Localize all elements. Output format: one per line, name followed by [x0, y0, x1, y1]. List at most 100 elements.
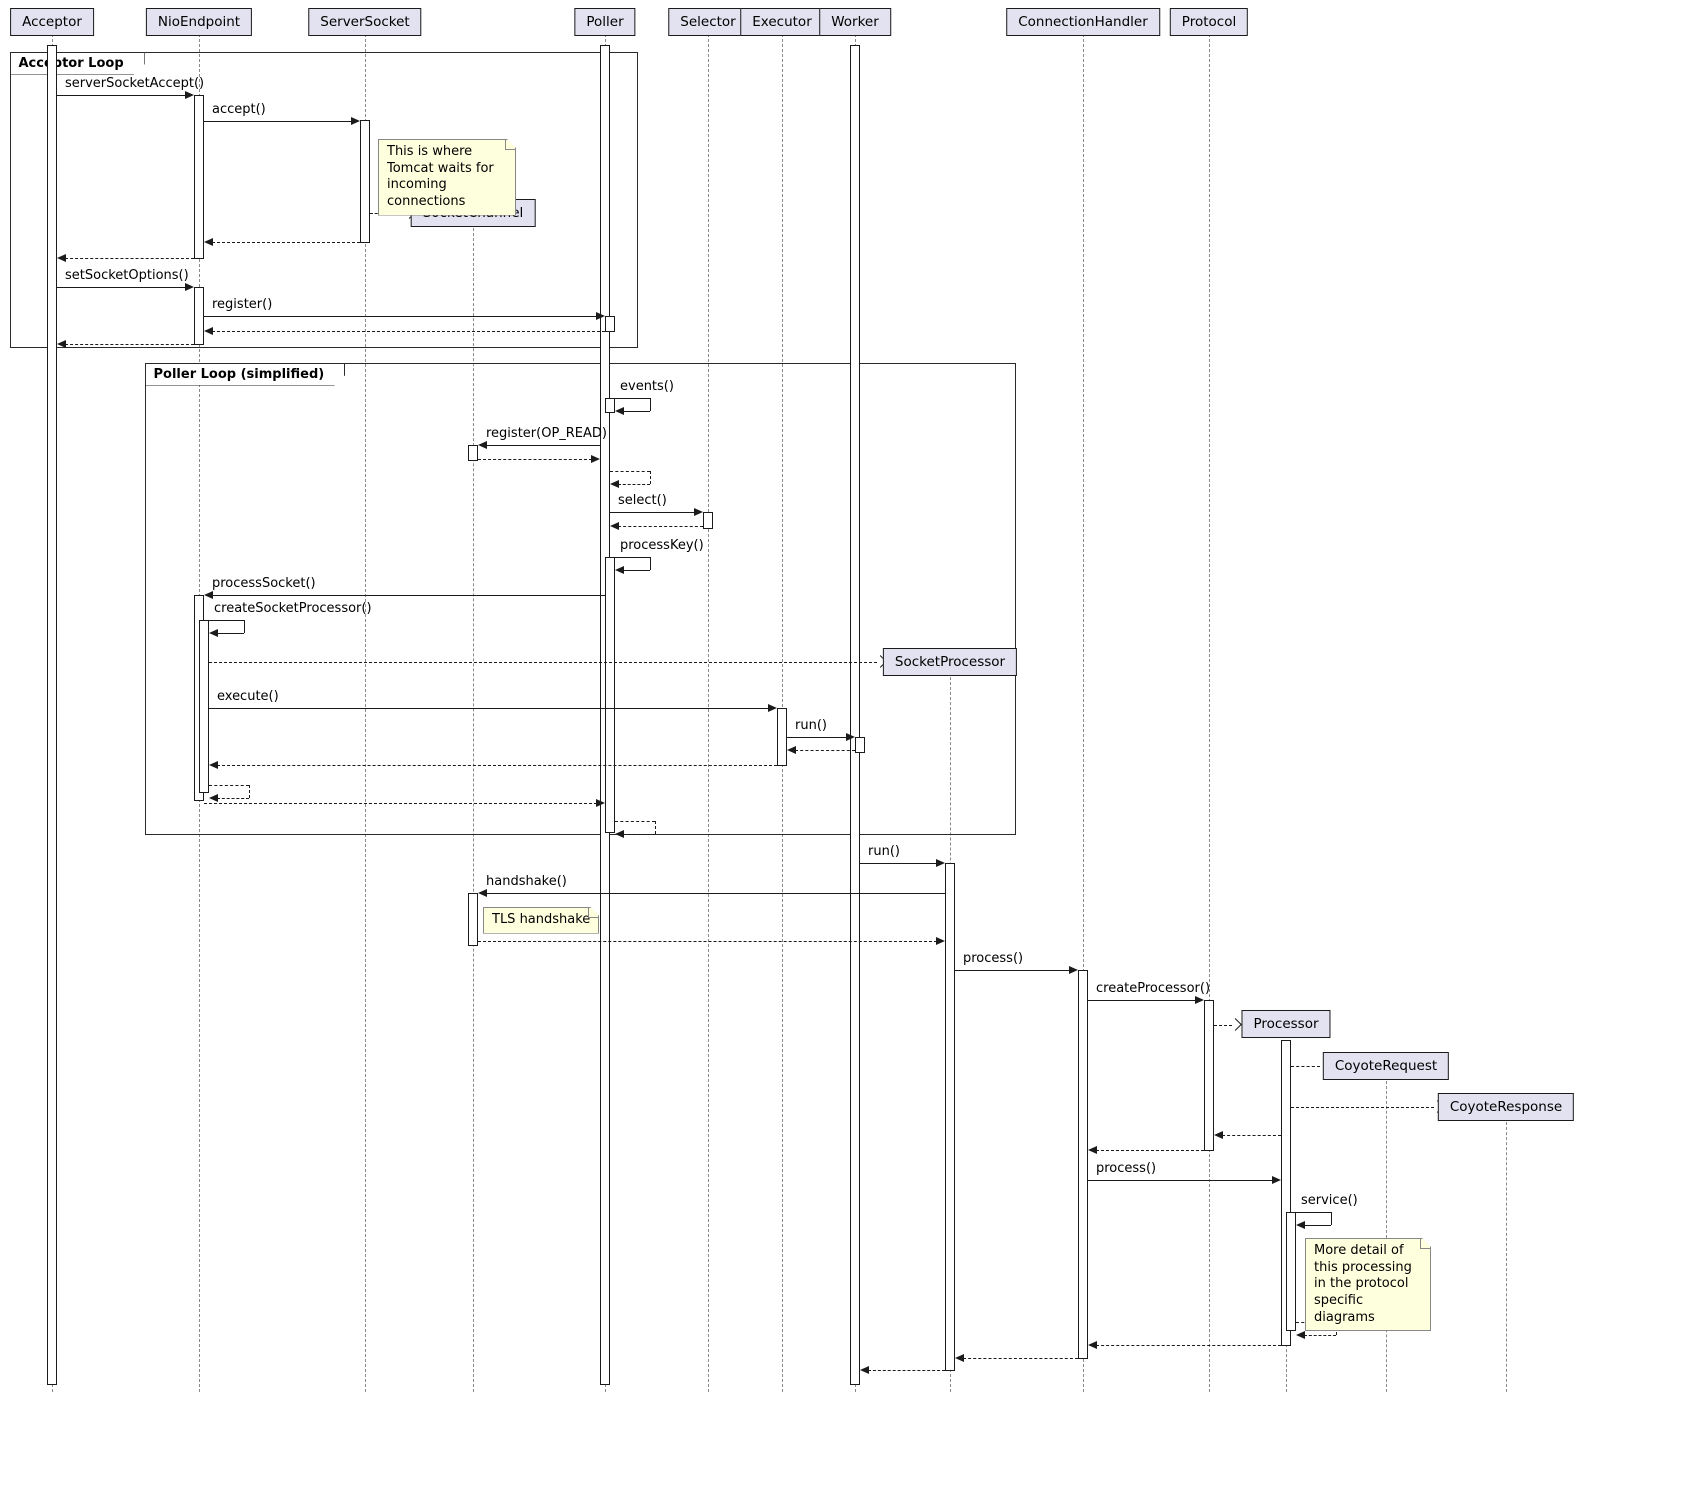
message-self-return-23-side — [249, 785, 250, 798]
message-self-return-25-bottom — [623, 834, 655, 835]
activation-bar — [199, 620, 209, 793]
message-return-14 — [618, 526, 703, 527]
activation-bar — [360, 120, 370, 243]
message-return-28 — [478, 941, 937, 942]
message-label: process() — [1096, 1161, 1157, 1176]
arrowhead — [936, 937, 945, 945]
message-label: createSocketProcessor() — [214, 601, 372, 616]
message-label: processKey() — [620, 538, 704, 553]
activation-bar — [605, 316, 615, 332]
activation-bar — [777, 708, 787, 766]
message-return-34 — [1222, 1135, 1281, 1136]
message-self-return-12-bottom — [618, 484, 650, 485]
participant-executor: Executor — [740, 8, 824, 36]
participant-acceptor: Acceptor — [10, 8, 94, 36]
arrowhead — [1195, 996, 1204, 1004]
message-processsocket-16 — [212, 595, 605, 596]
activation-bar — [194, 95, 204, 259]
arrowhead — [596, 799, 605, 807]
message-self-return-25 — [615, 821, 655, 822]
message-self-return-23 — [209, 785, 249, 786]
frame-poller-loop: Poller Loop (simplified) — [145, 363, 1016, 835]
participant-protocol: Protocol — [1169, 8, 1249, 36]
arrowhead — [936, 859, 945, 867]
message-accept-1 — [204, 121, 352, 122]
activation-bar — [945, 863, 955, 1371]
message-self-return-12-side — [650, 471, 651, 484]
message-self-return-12 — [610, 471, 650, 472]
message-events-9-bottom — [623, 411, 650, 412]
lifeline-serversocket — [365, 34, 366, 1392]
message-process-29 — [955, 970, 1070, 971]
message-return-11 — [478, 459, 592, 460]
arrowhead — [955, 1354, 964, 1362]
arrowhead — [1069, 966, 1078, 974]
arrowhead — [204, 591, 213, 599]
arrowhead — [1296, 1331, 1305, 1339]
message-events-9 — [610, 398, 650, 399]
message-register-6 — [204, 316, 597, 317]
arrowhead — [615, 407, 624, 415]
message-label: service() — [1301, 1193, 1358, 1208]
message-handshake-27 — [486, 893, 945, 894]
message-setsocketoptions-5 — [57, 287, 186, 288]
message-create-31 — [1214, 1025, 1232, 1026]
arrowhead — [694, 508, 703, 516]
participant-socketprocessor: SocketProcessor — [882, 648, 1018, 676]
message-label: createProcessor() — [1096, 981, 1211, 996]
message-label: register() — [212, 297, 273, 312]
message-create-33 — [1291, 1107, 1434, 1108]
message-label: processSocket() — [212, 576, 316, 591]
participant-selector: Selector — [668, 8, 748, 36]
message-run-20 — [787, 737, 847, 738]
message-return-41 — [868, 1370, 945, 1371]
activation-bar — [855, 737, 865, 753]
message-self-return-25-side — [655, 821, 656, 834]
activation-bar — [1078, 970, 1088, 1359]
arrowhead — [591, 455, 600, 463]
arrowhead — [351, 117, 360, 125]
participant-processor: Processor — [1241, 1010, 1331, 1038]
participant-poller: Poller — [574, 8, 636, 36]
arrowhead — [1214, 1131, 1223, 1139]
message-return-24 — [204, 803, 597, 804]
lifeline-connectionhandler — [1083, 34, 1084, 1392]
note-more-detail: More detail of this processing in the pr… — [1305, 1238, 1431, 1331]
message-label: run() — [795, 718, 827, 733]
message-label: select() — [618, 493, 667, 508]
lifeline-selector — [708, 34, 709, 1392]
arrowhead — [596, 312, 605, 320]
lifeline-protocol — [1209, 34, 1210, 1392]
lifeline-coyoteresponse — [1506, 1122, 1507, 1392]
message-return-22 — [217, 765, 777, 766]
message-label: run() — [868, 844, 900, 859]
arrowhead — [478, 441, 487, 449]
frame-acceptor-loop: Acceptor Loop — [10, 52, 638, 348]
lifeline-socketchannel — [473, 228, 474, 1392]
message-service-37 — [1291, 1212, 1331, 1213]
arrowhead — [615, 830, 624, 838]
note-tls-handshake: TLS handshake — [483, 907, 599, 934]
message-return-7 — [212, 331, 605, 332]
message-run-26 — [860, 863, 937, 864]
participant-nioendpoint: NioEndpoint — [145, 8, 253, 36]
message-processkey-15-side — [650, 557, 651, 570]
arrowhead — [846, 733, 855, 741]
note-tomcat-waits: This is where Tomcat waits for incoming … — [378, 139, 516, 216]
activation-bar — [1281, 1040, 1291, 1346]
arrowhead — [57, 340, 66, 348]
message-label: process() — [963, 951, 1024, 966]
arrowhead — [185, 283, 194, 291]
participant-coyoterequest: CoyoteRequest — [1322, 1052, 1450, 1080]
arrowhead — [768, 704, 777, 712]
arrowhead — [185, 91, 194, 99]
message-registerop_read-10 — [486, 445, 600, 446]
message-label: serverSocketAccept() — [65, 76, 205, 91]
frame-title-poller-loop: Poller Loop (simplified) — [145, 363, 346, 386]
frame-title-acceptor-loop: Acceptor Loop — [10, 52, 145, 75]
message-createsocketprocessor-17 — [204, 620, 244, 621]
activation-bar — [703, 512, 713, 529]
message-label: accept() — [212, 102, 266, 117]
message-createprocessor-30 — [1088, 1000, 1196, 1001]
arrowhead — [1088, 1341, 1097, 1349]
